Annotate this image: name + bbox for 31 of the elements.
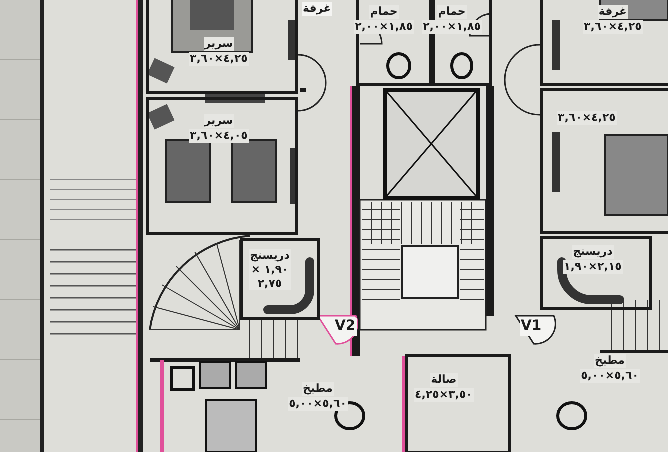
- room-name: دريسنج: [572, 245, 614, 259]
- door-tag: V1: [520, 318, 543, 336]
- room-dimensions: ٢,١٥×١,٩٠: [563, 260, 623, 274]
- elevator-shaft: [383, 88, 480, 200]
- room-dimensions: ٤,٢٥×٣,٦٠: [583, 20, 643, 34]
- room-dimensions: ٣,٥٠×٤,٢٥: [414, 388, 474, 402]
- room-name: سرير: [204, 114, 234, 128]
- room-dimensions: ٤,٢٥×٣,٦٠: [189, 52, 249, 66]
- room-dimensions: ٥,٦٠×٥,٠٠: [288, 396, 348, 410]
- room-name: حمام: [369, 5, 399, 19]
- room-dimensions: ٥,٦٠×٥,٠٠: [580, 368, 640, 382]
- room-outline: [146, 0, 298, 94]
- room-outline: [146, 97, 298, 235]
- room-dimensions: ١,٨٥×٢,٠٠: [354, 20, 414, 34]
- room-outline: [540, 0, 668, 86]
- room-outline: [405, 354, 511, 452]
- room-name: حمام: [437, 5, 467, 19]
- room-name: صالة: [430, 373, 458, 387]
- room-name: غرفة: [302, 2, 332, 16]
- room-outline: [540, 88, 668, 234]
- door-tag: V2: [334, 318, 357, 336]
- room-name: غرفة: [598, 5, 628, 19]
- room-dimensions: ١,٨٥×٢,٠٠: [422, 20, 482, 34]
- room-name: سرير: [204, 37, 234, 51]
- room-name: مطبخ: [302, 382, 334, 396]
- room-outline: [240, 238, 320, 320]
- room-outline: [540, 236, 652, 310]
- room-dimensions: ٤,٠٥×٣,٦٠: [189, 128, 249, 142]
- room-name: مطبخ: [594, 354, 626, 368]
- room-dimensions: دريسنج ١,٩٠ × ٢,٧٥: [249, 249, 291, 290]
- room-dimensions: ٤,٢٥×٣,٦٠: [557, 111, 617, 125]
